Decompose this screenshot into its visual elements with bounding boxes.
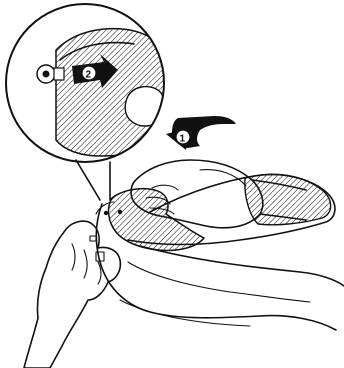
magnifier-callout-icon bbox=[6, 4, 168, 200]
left-hand bbox=[24, 221, 120, 368]
step-2-label: 2 bbox=[86, 70, 92, 81]
arrow-step-1-icon: 1 bbox=[166, 116, 236, 150]
step-1-label: 1 bbox=[180, 134, 186, 145]
